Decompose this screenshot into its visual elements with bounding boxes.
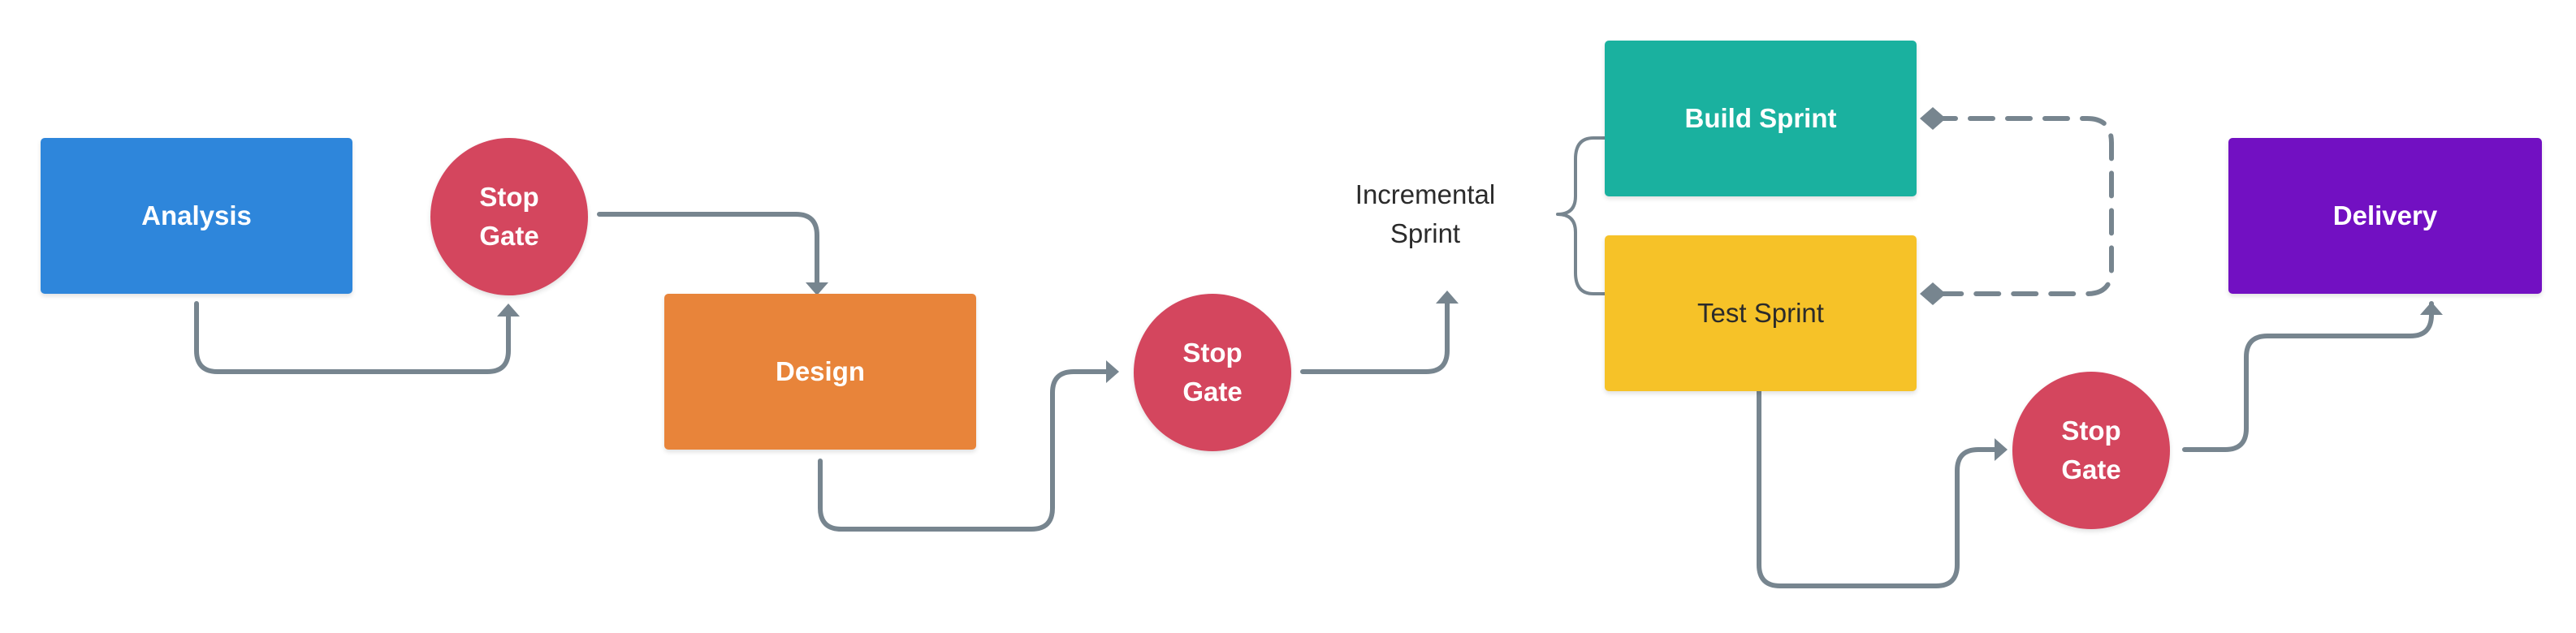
build-sprint-label: Build Sprint bbox=[1684, 103, 1837, 133]
arrowhead-gate1 bbox=[497, 304, 520, 316]
iteration-loop-dashed bbox=[1930, 116, 2114, 296]
connector-design-to-gate2 bbox=[818, 369, 1109, 532]
test-sprint-box[interactable]: Test Sprint bbox=[1605, 235, 1917, 391]
arrowhead-gate3 bbox=[1995, 438, 2008, 461]
test-sprint-label: Test Sprint bbox=[1697, 298, 1824, 328]
arrowhead-incremental bbox=[1436, 291, 1459, 304]
stop-gate-3-line1: Stop bbox=[2061, 416, 2121, 446]
connector-test-to-gate3 bbox=[1757, 369, 1997, 588]
arrowhead-design bbox=[806, 282, 828, 295]
analysis-label: Analysis bbox=[141, 200, 252, 230]
delivery-label: Delivery bbox=[2332, 200, 2438, 230]
incremental-brace bbox=[1556, 136, 1606, 295]
incremental-sprint-label: Incremental Sprint bbox=[1316, 174, 1535, 255]
arrowhead-delivery bbox=[2420, 302, 2443, 315]
connector-analysis-to-gate1 bbox=[194, 301, 511, 374]
stop-gate-2-line2: Gate bbox=[1182, 377, 1243, 407]
diamond-build bbox=[1920, 107, 1946, 130]
stop-gate-1[interactable]: Stop Gate bbox=[430, 138, 588, 295]
stop-gate-2-line1: Stop bbox=[1182, 338, 1243, 368]
delivery-box[interactable]: Delivery bbox=[2228, 138, 2542, 294]
connector-gate3-to-delivery bbox=[2182, 301, 2434, 452]
design-box[interactable]: Design bbox=[664, 294, 976, 450]
connector-gate2-to-incremental bbox=[1300, 301, 1450, 374]
stop-gate-2[interactable]: Stop Gate bbox=[1134, 294, 1291, 451]
analysis-box[interactable]: Analysis bbox=[41, 138, 352, 294]
connector-gate1-to-design bbox=[597, 212, 819, 285]
stop-gate-3[interactable]: Stop Gate bbox=[2012, 372, 2170, 529]
arrowhead-gate2 bbox=[1106, 360, 1119, 383]
stop-gate-1-line1: Stop bbox=[479, 182, 539, 212]
stop-gate-3-line2: Gate bbox=[2061, 454, 2121, 484]
design-label: Design bbox=[775, 356, 866, 386]
incremental-line2: Sprint bbox=[1390, 218, 1461, 248]
incremental-line1: Incremental bbox=[1355, 179, 1496, 209]
build-sprint-box[interactable]: Build Sprint bbox=[1605, 41, 1917, 196]
stop-gate-1-line2: Gate bbox=[479, 221, 539, 251]
diamond-test bbox=[1920, 282, 1946, 305]
